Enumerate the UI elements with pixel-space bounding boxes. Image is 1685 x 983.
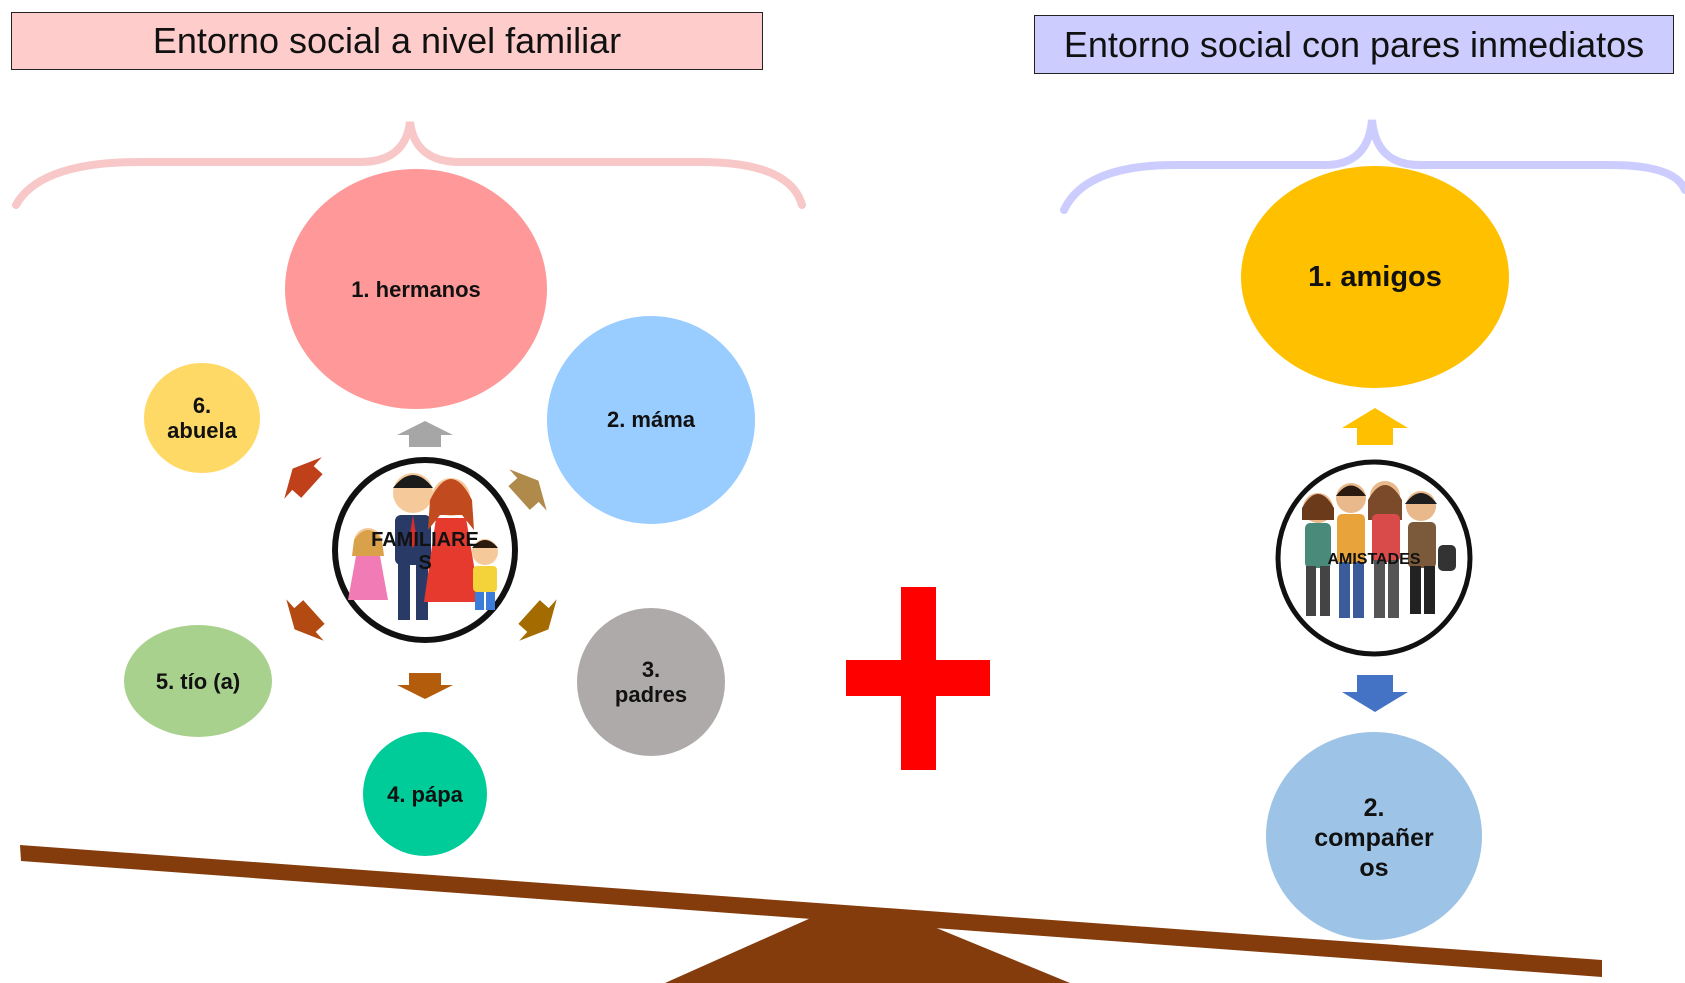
node-amigos [1241, 166, 1509, 388]
seesaw-beam [20, 845, 1602, 977]
peers-title: Entorno social con pares inmediatos [1034, 15, 1674, 74]
node-padres-label-2: padres [615, 682, 687, 707]
arrow-to-tio [286, 599, 325, 641]
family-title: Entorno social a nivel familiar [11, 12, 763, 70]
node-hermanos [285, 169, 547, 409]
node-mama [547, 316, 755, 524]
node-tio [124, 625, 272, 737]
node-hermanos-label: 1. hermanos [351, 277, 481, 302]
node-companeros-label-2: compañer [1314, 824, 1434, 852]
arrow-to-padres [518, 599, 557, 641]
node-padres-label-1: 3. [642, 657, 660, 682]
arrow-to-companeros [1342, 675, 1408, 712]
arrow-to-abuela [284, 457, 323, 499]
node-companeros-label-1: 2. [1364, 794, 1385, 822]
node-mama-label: 2. máma [607, 407, 696, 432]
plus-icon [846, 587, 990, 770]
arrow-to-amigos [1342, 408, 1408, 445]
arrow-to-papa [397, 673, 453, 699]
node-abuela-label-1: 6. [193, 393, 211, 418]
family-center-label-1: FAMILIARE [371, 529, 479, 551]
arrow-to-mama [508, 469, 547, 511]
family-center-label-2: S [418, 552, 431, 574]
node-abuela [144, 363, 260, 473]
node-companeros-label-3: os [1359, 854, 1388, 882]
peers-bracket [1060, 119, 1685, 214]
arrow-to-hermanos [397, 421, 453, 447]
family-illustration [332, 457, 518, 643]
node-papa-label: 4. pápa [387, 782, 464, 807]
node-companeros [1266, 732, 1482, 940]
family-bracket [12, 121, 806, 209]
friends-center-label: AMISTADES [1327, 551, 1420, 568]
node-abuela-label-2: abuela [167, 418, 237, 443]
node-amigos-label: 1. amigos [1308, 261, 1442, 293]
friends-illustration [1275, 459, 1473, 657]
seesaw-fulcrum [665, 913, 1070, 983]
node-papa [363, 732, 487, 856]
node-tio-label: 5. tío (a) [156, 669, 240, 694]
node-padres [577, 608, 725, 756]
seesaw [20, 845, 1602, 983]
